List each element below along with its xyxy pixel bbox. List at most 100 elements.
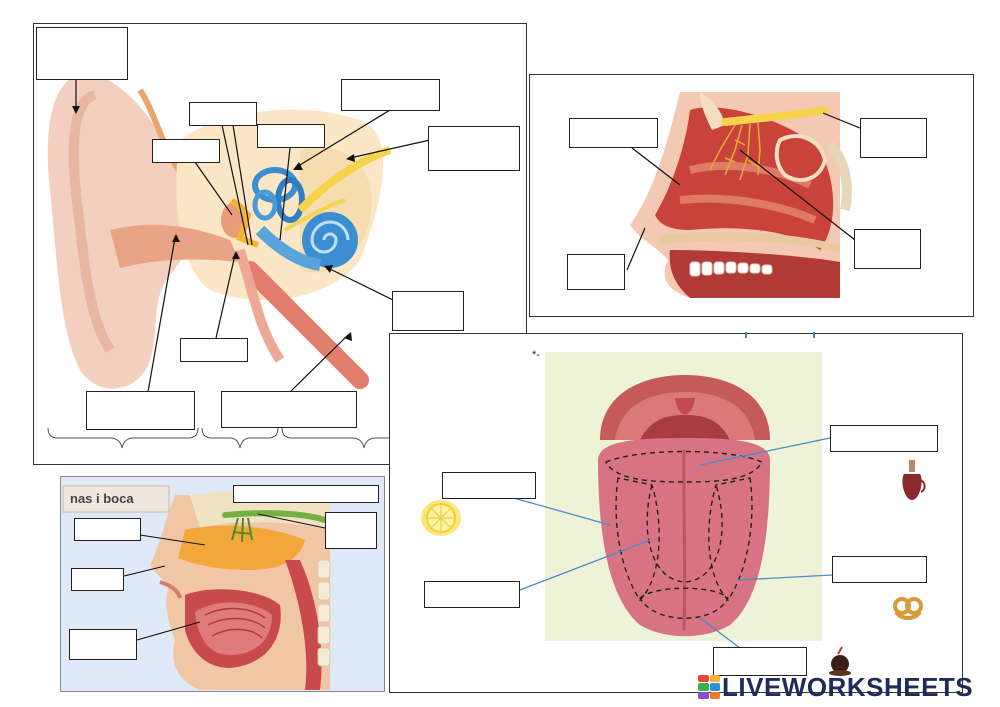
liveworksheets-brand: LIVEWORKSHEETS xyxy=(698,672,973,702)
answer-box-ear-10[interactable] xyxy=(221,391,357,428)
nm-tongue-ridges xyxy=(204,607,266,639)
ear-leader-9 xyxy=(215,254,236,339)
nose-mouth-cavity xyxy=(669,250,840,298)
answer-box-nose-2[interactable] xyxy=(860,118,927,158)
answer-input[interactable] xyxy=(393,292,463,330)
nm-throat-muscle xyxy=(285,560,322,690)
answer-box-nm-4[interactable] xyxy=(71,568,124,591)
nose-leader-2 xyxy=(822,112,861,129)
nm-olfactory-nerves xyxy=(231,517,253,543)
pretzel-icon xyxy=(893,597,923,620)
nose-bone-edge xyxy=(826,141,852,211)
answer-box-tongue-2[interactable] xyxy=(442,472,536,499)
tongue-leader-4 xyxy=(737,574,833,581)
ear-leader-11 xyxy=(289,334,349,393)
answer-box-tongue-4[interactable] xyxy=(424,581,520,608)
answer-box-tongue-3[interactable] xyxy=(832,556,927,583)
answer-input[interactable] xyxy=(70,630,136,659)
ear-pinna-fold xyxy=(68,90,115,353)
nose-mouth-title-plate xyxy=(62,485,170,513)
liveworksheets-wordmark: LIVEWORKSHEETS xyxy=(722,671,974,702)
tongue-leader-1 xyxy=(699,437,831,466)
ear-leader-10 xyxy=(147,237,176,393)
ear-brace-middle xyxy=(201,427,279,449)
nose-leader-3 xyxy=(739,149,856,241)
nose-olfactory-bulb xyxy=(721,106,829,126)
answer-box-nose-3[interactable] xyxy=(854,229,921,269)
answer-box-ear-5[interactable] xyxy=(341,79,440,111)
nose-turbinate-2 xyxy=(679,194,817,224)
ear-arrow-6 xyxy=(293,162,303,170)
answer-box-ear-2[interactable] xyxy=(152,139,220,163)
answer-input[interactable] xyxy=(443,473,535,498)
tongue-median-groove xyxy=(682,449,687,631)
answer-box-ear-7[interactable] xyxy=(392,291,464,331)
ear-eustachian-tube xyxy=(241,261,369,389)
ear-leader-6 xyxy=(294,109,391,169)
nm-olfactory-bulb xyxy=(222,510,328,523)
answer-box-ear-9[interactable] xyxy=(86,391,195,430)
ear-leader-2 xyxy=(194,161,233,216)
answer-box-ear-4[interactable] xyxy=(257,124,325,148)
answer-input[interactable] xyxy=(855,230,920,268)
answer-box-tongue-5[interactable] xyxy=(713,647,807,676)
answer-input[interactable] xyxy=(326,513,376,548)
answer-box-ear-8[interactable] xyxy=(180,338,248,362)
tongue-top-mark-1 xyxy=(745,332,747,338)
answer-input[interactable] xyxy=(190,103,256,125)
ear-cochlea xyxy=(302,212,358,268)
tongue-leader-5 xyxy=(699,617,741,649)
ear-brace-outer xyxy=(47,427,199,449)
answer-input[interactable] xyxy=(153,140,219,162)
answer-input[interactable] xyxy=(429,127,519,170)
ear-canal-lower xyxy=(235,248,285,363)
answer-box-nm-5[interactable] xyxy=(69,629,137,660)
nose-mouth-title: nas i boca xyxy=(70,491,134,506)
answer-input[interactable] xyxy=(861,119,926,157)
ear-arrow-10 xyxy=(172,234,180,242)
answer-input[interactable] xyxy=(833,557,926,582)
answer-input[interactable] xyxy=(714,648,806,675)
answer-input[interactable] xyxy=(342,80,439,110)
nm-tongue xyxy=(195,602,272,655)
nose-sphenoid-sinus xyxy=(774,134,828,182)
answer-input[interactable] xyxy=(75,519,140,540)
answer-input[interactable] xyxy=(181,339,247,361)
tongue-zone-right-side xyxy=(708,477,753,602)
ear-leader-8 xyxy=(327,267,394,301)
answer-input[interactable] xyxy=(72,569,123,590)
answer-box-ear-3[interactable] xyxy=(189,102,257,126)
answer-input[interactable] xyxy=(37,28,127,79)
ear-leader-7 xyxy=(349,139,431,159)
ear-canal xyxy=(110,224,240,268)
answer-box-nose-1[interactable] xyxy=(569,118,658,148)
answer-input[interactable] xyxy=(222,392,356,427)
answer-box-nose-4[interactable] xyxy=(567,254,625,290)
answer-box-nm-3[interactable] xyxy=(325,512,377,549)
ear-arrow-7 xyxy=(346,154,355,162)
tongue-top-mark-2 xyxy=(813,332,815,338)
answer-input[interactable] xyxy=(831,426,937,451)
ear-semicircular-canal-2 xyxy=(275,177,305,223)
answer-box-nm-1[interactable] xyxy=(233,485,379,503)
answer-input[interactable] xyxy=(258,125,324,147)
ear-auditory-nerve xyxy=(297,146,392,213)
ear-semicircular-canal-3 xyxy=(252,189,278,221)
chocolate-icon xyxy=(829,646,851,676)
lemon-icon xyxy=(421,500,461,536)
liveworksheets-logo-icon xyxy=(698,675,720,699)
answer-box-ear-6[interactable] xyxy=(428,126,520,171)
answer-input[interactable] xyxy=(425,582,519,607)
tongue-inner-throat xyxy=(640,415,730,440)
answer-input[interactable] xyxy=(570,119,657,147)
ear-leader-3 xyxy=(221,124,249,246)
answer-box-ear-1[interactable] xyxy=(36,27,128,80)
answer-box-nm-2[interactable] xyxy=(74,518,141,541)
tongue-zone-tip xyxy=(639,587,729,619)
answer-input[interactable] xyxy=(87,392,194,429)
ear-arrow-8 xyxy=(324,265,333,273)
answer-input[interactable] xyxy=(234,487,378,503)
answer-box-tongue-1[interactable] xyxy=(830,425,938,452)
answer-input[interactable] xyxy=(568,255,624,289)
